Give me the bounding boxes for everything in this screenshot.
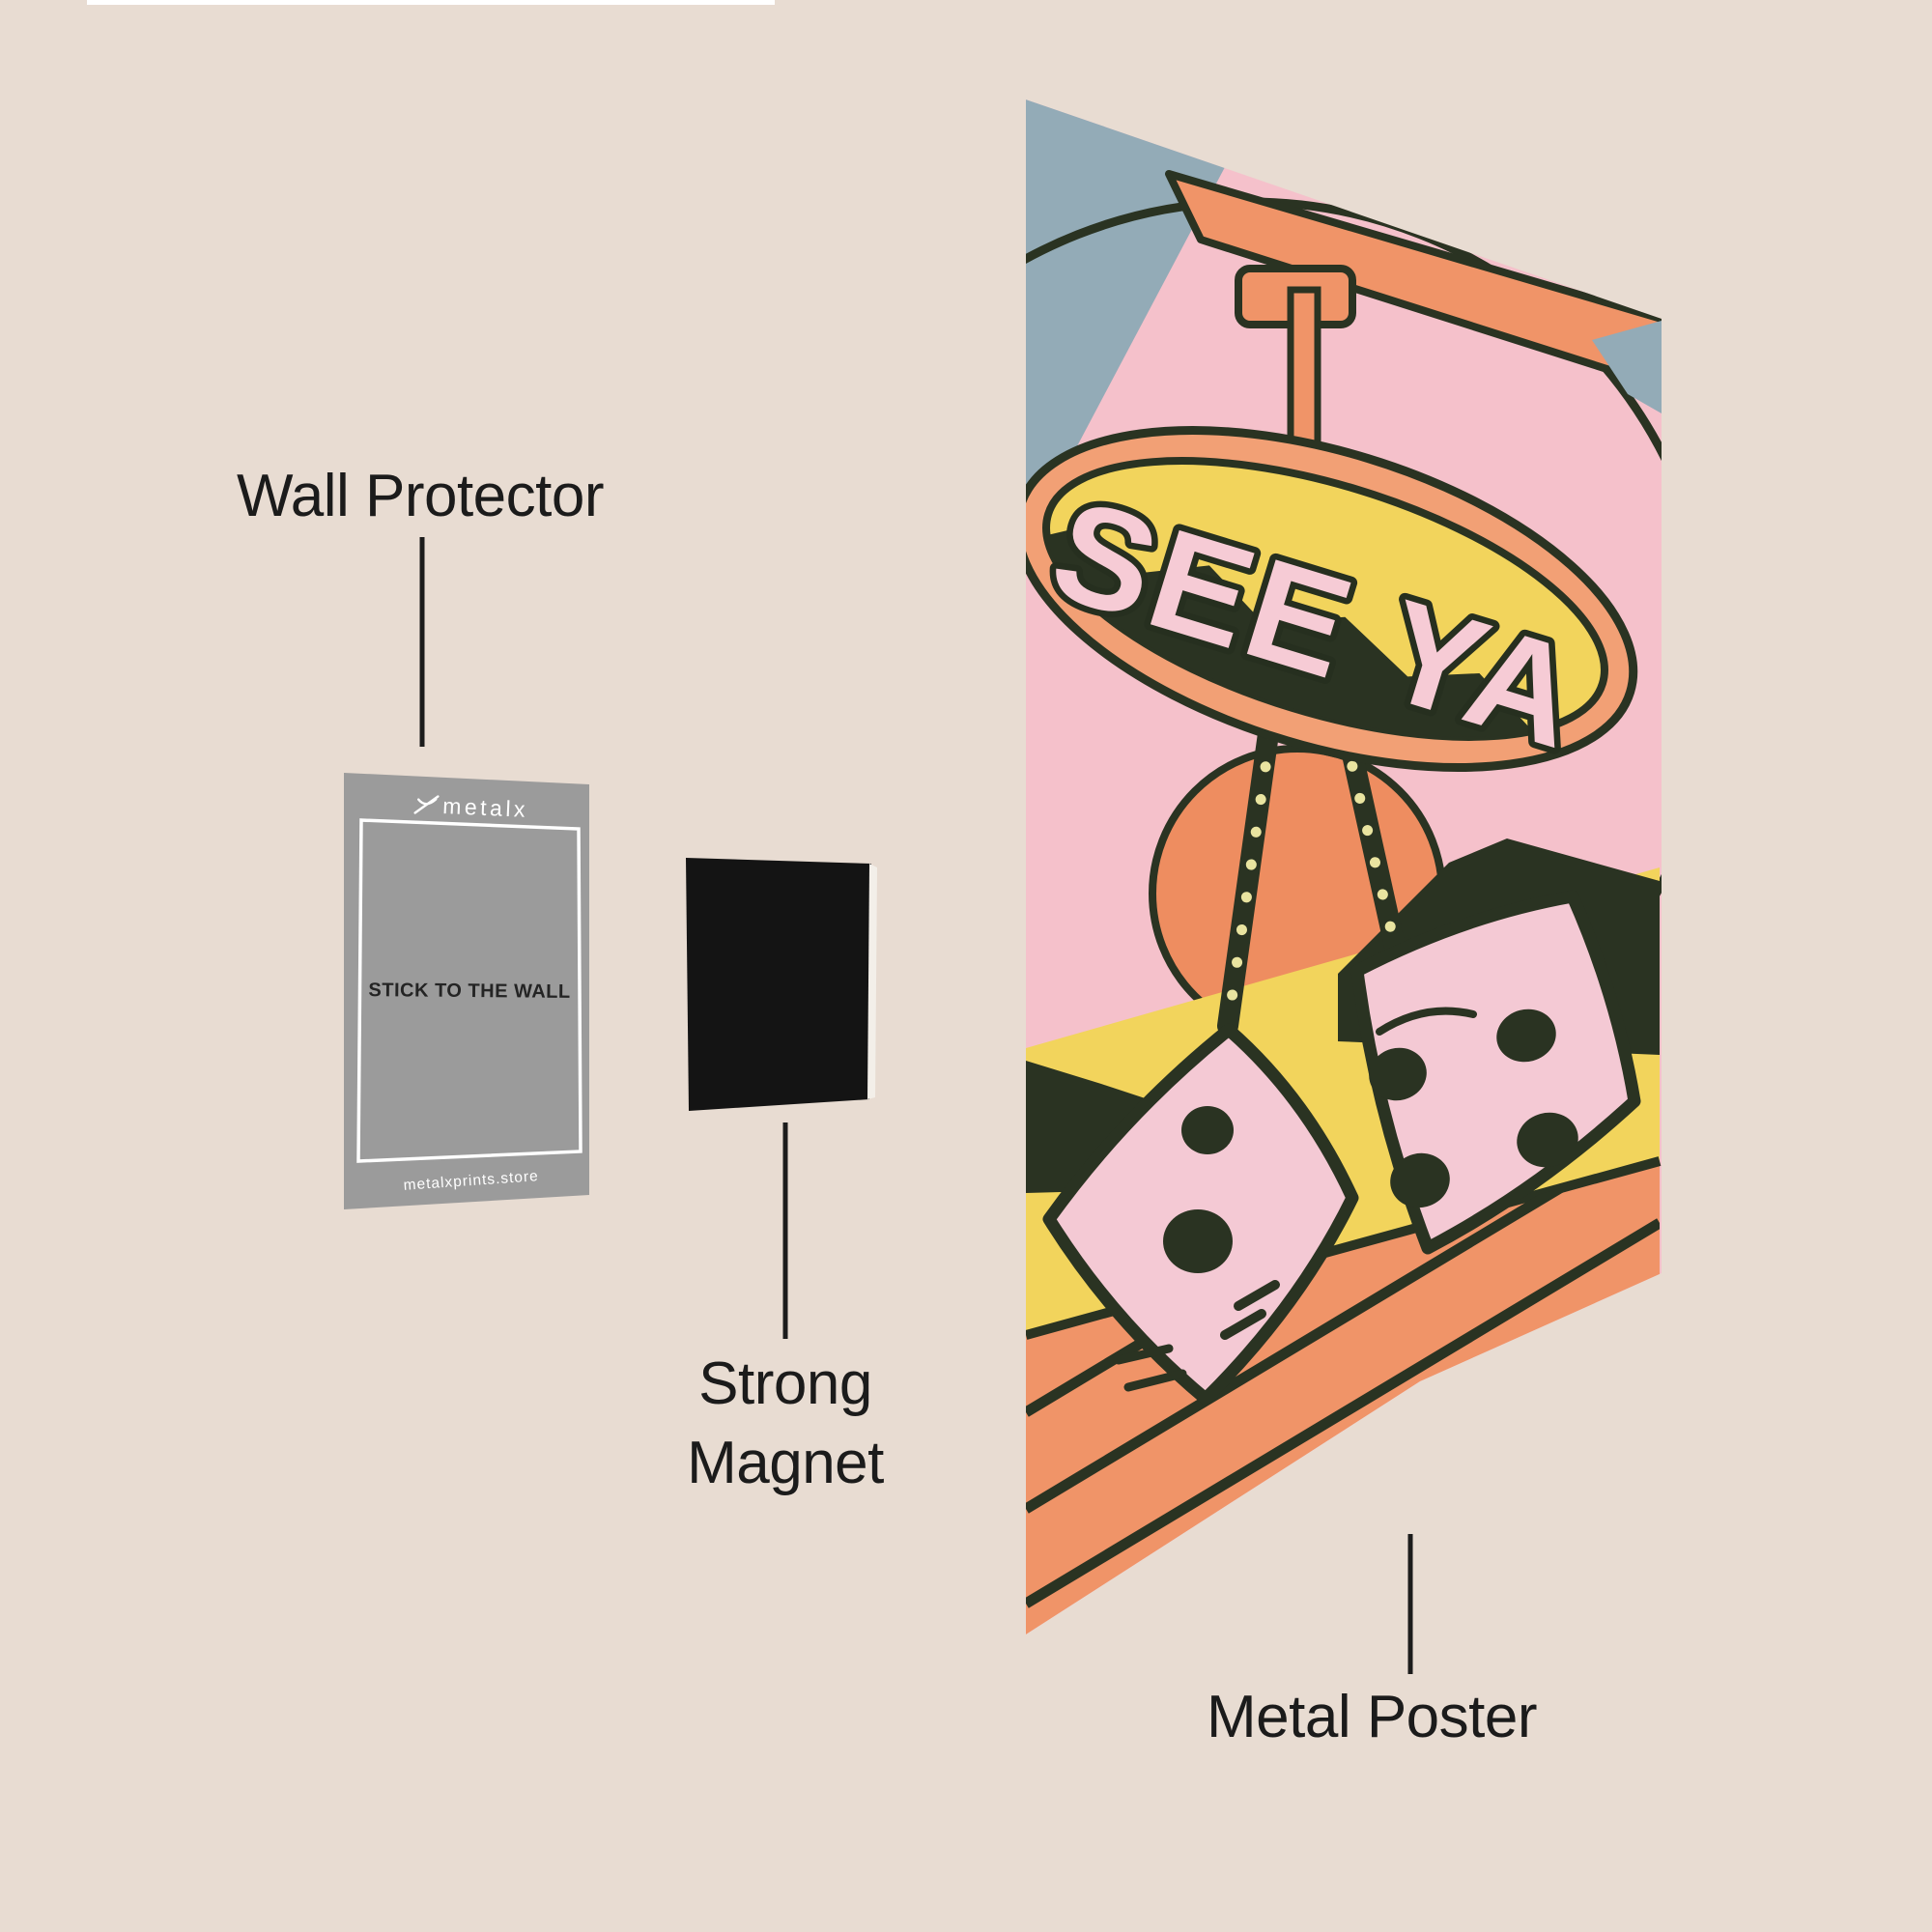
magnet-edge-highlight xyxy=(867,864,877,1099)
card-frame xyxy=(356,818,582,1163)
metal-poster-artwork: SEE YA xyxy=(1026,99,1662,1634)
roof-beam xyxy=(1165,170,1662,390)
card-brand: metalx xyxy=(442,793,529,822)
fuzzy-dice xyxy=(1042,890,1641,1406)
metal-poster-label: Metal Poster xyxy=(1206,1684,1538,1750)
wall-protector-label: Wall Protector xyxy=(236,463,605,529)
sky-triangle-right xyxy=(1592,321,1662,413)
wall-protector-card: metalx STICK TO THE WALL metalxprints.st… xyxy=(344,773,589,1209)
metalx-logo-icon xyxy=(413,795,440,814)
strong-magnet-label-line2: Magnet xyxy=(687,1429,884,1496)
strong-magnet-label-line1: Strong xyxy=(698,1350,872,1417)
top-edge-strip xyxy=(87,0,775,5)
die-left xyxy=(1042,1023,1359,1406)
magnet xyxy=(686,858,877,1111)
die-right xyxy=(1350,890,1641,1255)
strong-magnet-label: Strong Magnet xyxy=(687,1345,884,1503)
card-instruction: STICK TO THE WALL xyxy=(368,980,570,1003)
